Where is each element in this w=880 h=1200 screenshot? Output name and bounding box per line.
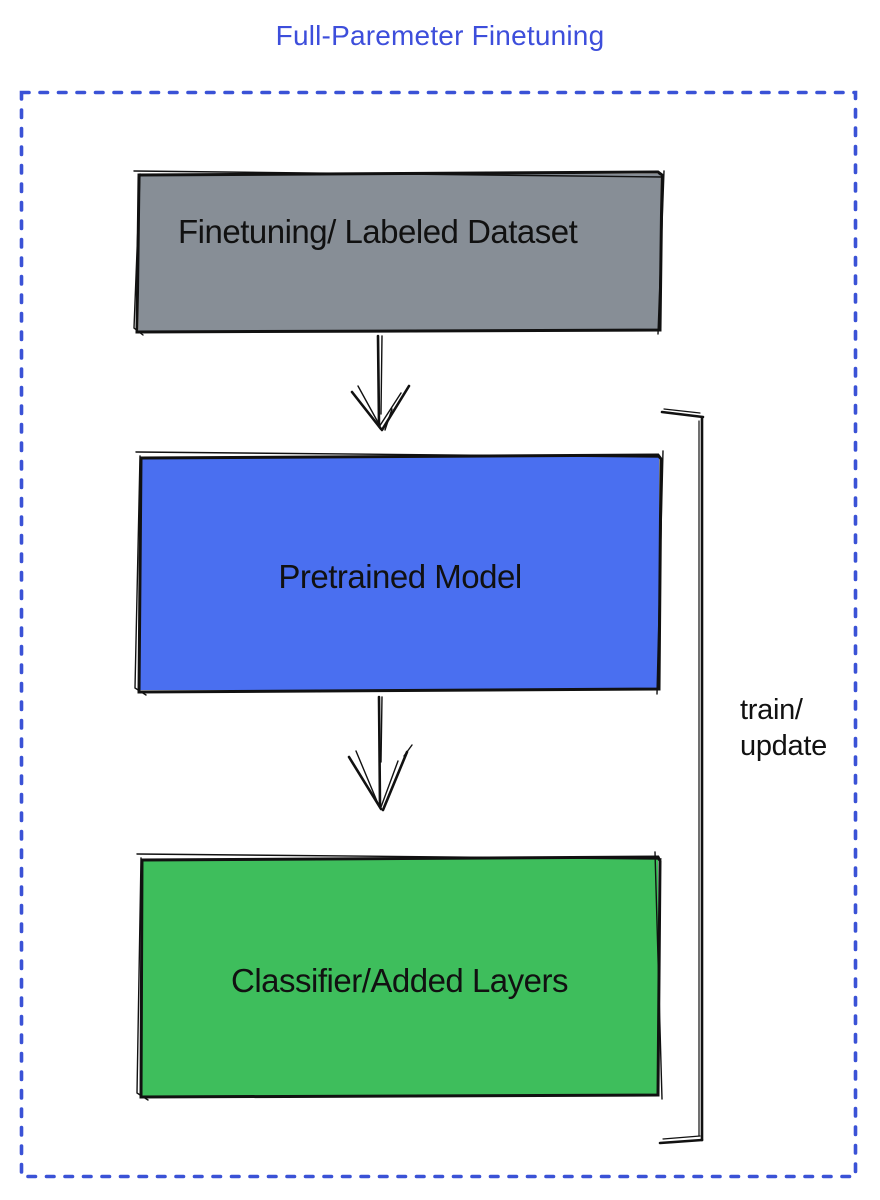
- page-title: Full-Paremeter Finetuning: [275, 20, 605, 51]
- arrow-down-icon: [347, 695, 413, 812]
- train-update-label: train/ update: [740, 692, 827, 764]
- classifier-layers-label: Classifier/Added Layers: [231, 962, 569, 999]
- train-update-label-line1: train/: [740, 694, 803, 726]
- train-update-bracket: [658, 408, 705, 1145]
- arrow-down-icon: [350, 334, 411, 432]
- finetuning-dataset-box: [139, 174, 660, 331]
- finetuning-dataset-label: Finetuning/ Labeled Dataset: [178, 213, 578, 250]
- pretrained-model-label: Pretrained Model: [278, 558, 522, 595]
- train-update-label-line2: update: [740, 730, 827, 762]
